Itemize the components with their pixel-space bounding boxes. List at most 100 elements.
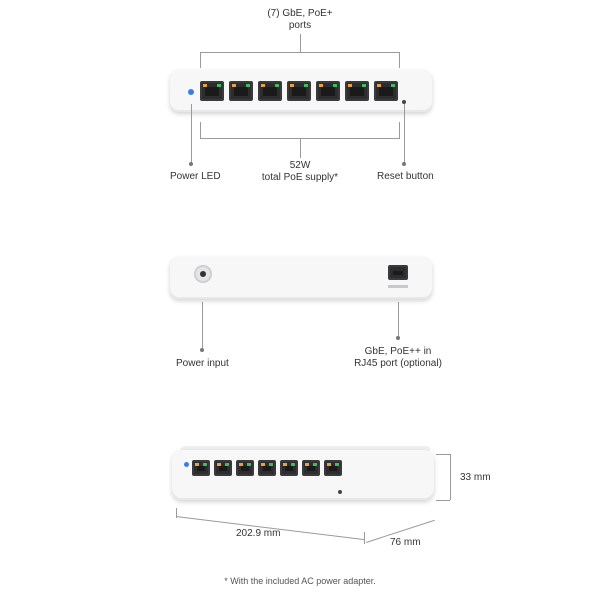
port-link-led bbox=[335, 463, 339, 466]
power-input-leader bbox=[202, 302, 203, 350]
port-jack bbox=[379, 87, 393, 96]
poe-supply-line1: 52W bbox=[289, 160, 311, 171]
port-jack bbox=[234, 87, 248, 96]
rj45-port[interactable] bbox=[302, 460, 320, 476]
height-dim-bottom-tick bbox=[436, 500, 450, 501]
uplink-label: GbE, PoE++ in RJ45 port (optional) bbox=[340, 346, 456, 370]
uplink-port-jack bbox=[393, 271, 403, 275]
port-jack bbox=[219, 466, 227, 471]
poe-supply-label: 52W total PoE supply* bbox=[240, 160, 360, 184]
port-jack bbox=[241, 466, 249, 471]
poe-supply-line2: total PoE supply* bbox=[261, 172, 339, 183]
ports-bracket-top bbox=[200, 52, 400, 53]
rj45-port[interactable] bbox=[280, 460, 298, 476]
switch-front-view bbox=[170, 70, 432, 112]
rj45-port[interactable] bbox=[374, 81, 398, 101]
port-jack bbox=[329, 466, 337, 471]
uplink-label-line1: GbE, PoE++ in bbox=[364, 346, 432, 357]
poe-bracket-left bbox=[200, 122, 201, 138]
reset-leader bbox=[404, 104, 405, 164]
port-poe-led bbox=[377, 84, 381, 87]
ports-bracket-right bbox=[399, 52, 400, 68]
port-link-led bbox=[304, 84, 308, 87]
rj45-port[interactable] bbox=[200, 81, 224, 101]
port-poe-led bbox=[319, 84, 323, 87]
power-input-pin bbox=[200, 271, 206, 277]
port-jack bbox=[263, 87, 277, 96]
rj45-port[interactable] bbox=[324, 460, 342, 476]
port-link-led bbox=[291, 463, 295, 466]
port-link-led bbox=[246, 84, 250, 87]
switch-back-view bbox=[170, 257, 432, 299]
ports-callout-label: (7) GbE, PoE+ ports bbox=[250, 8, 350, 32]
power-led-indicator bbox=[188, 89, 194, 95]
power-input-label: Power input bbox=[176, 358, 229, 369]
ports-bracket-left bbox=[200, 52, 201, 68]
port-link-led bbox=[333, 84, 337, 87]
port-jack bbox=[292, 87, 306, 96]
port-link-led bbox=[313, 463, 317, 466]
rj45-port[interactable] bbox=[192, 460, 210, 476]
uplink-rj45-port[interactable] bbox=[388, 265, 408, 280]
perspective-power-led bbox=[184, 462, 189, 467]
port-poe-led bbox=[217, 463, 221, 466]
ports-callout-line1: (7) GbE, PoE+ bbox=[267, 8, 333, 19]
port-poe-led bbox=[203, 84, 207, 87]
uplink-label-line2: RJ45 port (optional) bbox=[354, 358, 442, 369]
port-jack bbox=[197, 466, 205, 471]
port-poe-led bbox=[195, 463, 199, 466]
port-jack bbox=[263, 466, 271, 471]
port-link-led bbox=[362, 84, 366, 87]
rj45-port[interactable] bbox=[236, 460, 254, 476]
port-poe-led bbox=[290, 84, 294, 87]
ports-callout-line2: ports bbox=[288, 20, 312, 31]
port-poe-led bbox=[348, 84, 352, 87]
port-link-led bbox=[391, 84, 395, 87]
port-poe-led bbox=[327, 463, 331, 466]
perspective-reset-hole[interactable] bbox=[338, 490, 342, 494]
port-poe-led bbox=[261, 84, 265, 87]
height-dim-line bbox=[450, 454, 451, 500]
depth-dimension-label: 76 mm bbox=[390, 537, 421, 548]
port-jack bbox=[350, 87, 364, 96]
port-jack bbox=[205, 87, 219, 96]
rj45-port[interactable] bbox=[316, 81, 340, 101]
reset-leader-dot bbox=[402, 162, 406, 166]
port-link-led bbox=[275, 84, 279, 87]
power-led-leader bbox=[191, 104, 192, 164]
width-dimension-label: 202.9 mm bbox=[236, 528, 281, 539]
height-dimension-label: 33 mm bbox=[460, 472, 491, 483]
port-link-led bbox=[203, 463, 207, 466]
port-poe-led bbox=[239, 463, 243, 466]
width-dim-left-tick bbox=[176, 508, 177, 518]
rj45-port[interactable] bbox=[258, 460, 276, 476]
power-led-label: Power LED bbox=[170, 171, 221, 182]
port-link-led bbox=[217, 84, 221, 87]
port-poe-led bbox=[261, 463, 265, 466]
rj45-port[interactable] bbox=[258, 81, 282, 101]
footnote: * With the included AC power adapter. bbox=[224, 576, 376, 586]
poe-bracket-right bbox=[399, 122, 400, 138]
ports-bracket-stem bbox=[300, 34, 301, 52]
height-dim-top-tick bbox=[436, 454, 450, 455]
rj45-port[interactable] bbox=[287, 81, 311, 101]
port-jack bbox=[285, 466, 293, 471]
port-link-led bbox=[225, 463, 229, 466]
switch-perspective-view bbox=[172, 450, 434, 500]
reset-button-hole[interactable] bbox=[402, 100, 406, 104]
port-link-led bbox=[247, 463, 251, 466]
power-input-jack[interactable] bbox=[194, 265, 212, 283]
power-led-leader-dot bbox=[189, 162, 193, 166]
port-poe-led bbox=[305, 463, 309, 466]
port-jack bbox=[307, 466, 315, 471]
power-input-leader-dot bbox=[200, 348, 204, 352]
reset-button-label: Reset button bbox=[377, 171, 434, 182]
port-link-led bbox=[269, 463, 273, 466]
port-poe-led bbox=[232, 84, 236, 87]
port-poe-led bbox=[283, 463, 287, 466]
rj45-port[interactable] bbox=[345, 81, 369, 101]
uplink-leader-dot bbox=[396, 336, 400, 340]
uplink-port-marking bbox=[388, 285, 408, 288]
rj45-port[interactable] bbox=[214, 460, 232, 476]
rj45-port[interactable] bbox=[229, 81, 253, 101]
